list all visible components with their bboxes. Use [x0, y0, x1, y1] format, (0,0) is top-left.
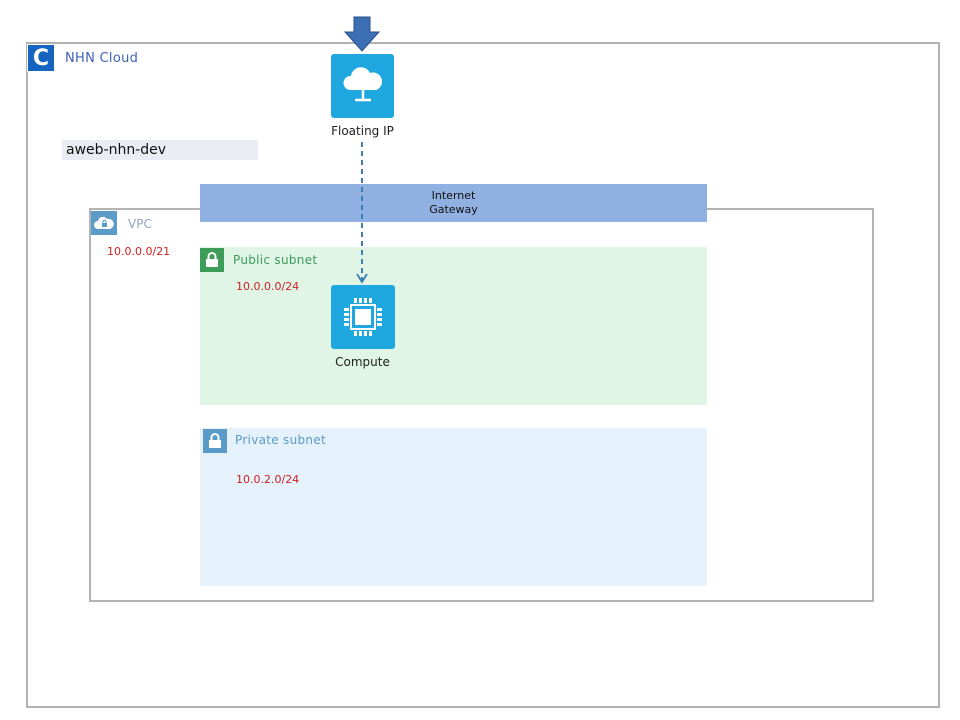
- private-subnet-label: Private subnet: [235, 433, 327, 447]
- nhn-cloud-boundary: [26, 42, 940, 708]
- internet-gateway-label-line1: Internet: [431, 189, 476, 202]
- cloud-network-icon: [342, 67, 382, 102]
- internet-gateway-label-line2: Gateway: [429, 203, 478, 216]
- vpc-cloud-lock-icon: [91, 211, 117, 235]
- private-subnet-lock-icon: [203, 429, 227, 453]
- nhn-cloud-logo-icon: C: [27, 44, 55, 72]
- project-name: aweb-nhn-dev: [62, 140, 258, 160]
- public-subnet-lock-icon: [200, 248, 224, 272]
- compute-node: [331, 285, 395, 349]
- floating-ip-label: Floating IP: [331, 124, 394, 138]
- public-subnet-label: Public subnet: [233, 253, 318, 267]
- ingress-arrow-icon: [343, 16, 381, 52]
- vpc-cidr: 10.0.0.0/21: [107, 245, 171, 258]
- private-subnet-area: [200, 428, 707, 586]
- public-subnet-area: [200, 247, 707, 405]
- internet-gateway: Internet Gateway: [200, 184, 707, 222]
- vpc-label: VPC: [128, 217, 152, 231]
- cloud-provider-label: NHN Cloud: [65, 51, 139, 66]
- private-subnet-cidr: 10.0.2.0/24: [236, 473, 300, 486]
- floating-ip-node: [331, 54, 394, 118]
- cpu-chip-icon: [344, 298, 382, 336]
- compute-label: Compute: [335, 355, 390, 369]
- connector-arrowhead-icon: [356, 273, 368, 284]
- public-subnet-cidr: 10.0.0.0/24: [236, 280, 300, 293]
